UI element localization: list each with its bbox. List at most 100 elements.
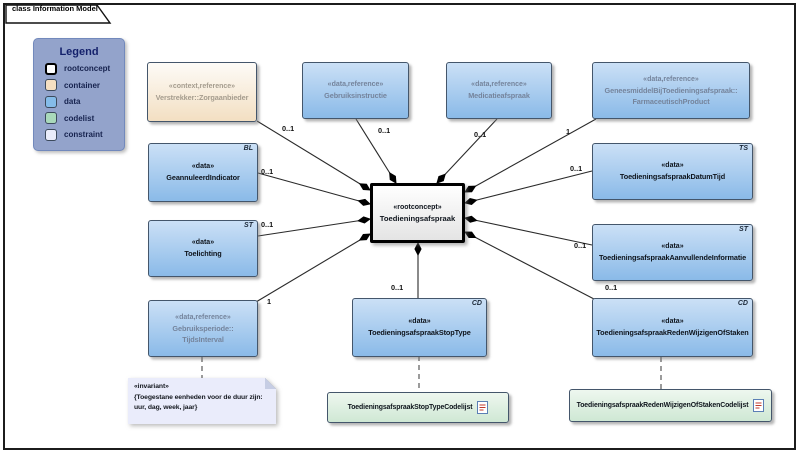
class-toedieningsafspraakstoptype[interactable]: CD «data» ToedieningsafspraakStopType bbox=[352, 298, 487, 357]
multiplicity-stoptype: 0..1 bbox=[391, 283, 404, 292]
class-toelichting[interactable]: ST «data» Toelichting bbox=[148, 220, 258, 277]
connection-gebruiksinstructie bbox=[355, 118, 397, 184]
diagram-tab bbox=[5, 4, 117, 25]
class-toedieningsafspraak-rootconcept[interactable]: «rootconcept» Toedieningsafspraak bbox=[370, 183, 465, 243]
class-name: Gebruiksinstructie bbox=[324, 91, 387, 100]
note-line1: {Toegestane eenheden voor de duur zijn: bbox=[134, 393, 263, 401]
class-toedieningsafspraakdatumtijd[interactable]: TS «data» ToedieningsafspraakDatumTijd bbox=[592, 143, 753, 200]
class-verstrekker-zorgaanbieder[interactable]: «context,reference» Verstrekker::Zorgaan… bbox=[147, 62, 257, 122]
connection-aanvullende bbox=[464, 215, 593, 246]
rootconcept-swatch bbox=[45, 62, 57, 75]
class-stereotype: «data,reference» bbox=[643, 75, 699, 83]
document-icon bbox=[753, 399, 765, 412]
diagram-tab-label: class Information Model bbox=[12, 4, 98, 13]
connection-geannuleerd bbox=[257, 172, 371, 206]
class-medicatieafspraak[interactable]: «data,reference» Medicatieafspraak bbox=[446, 62, 552, 119]
class-toedieningsafspraakredenwijzigenofstaken[interactable]: CD «data» ToedieningsafspraakRedenWijzig… bbox=[592, 298, 753, 357]
class-name: GeannuleerdIndicator bbox=[166, 173, 240, 182]
class-name: ToedieningsafspraakAanvullendeInformatie bbox=[598, 253, 747, 262]
datatype-label: ST bbox=[244, 222, 253, 229]
invariant-note: «invariant» {Toegestane eenheden voor de… bbox=[128, 378, 276, 424]
class-stereotype: «data» bbox=[191, 163, 215, 170]
class-stereotype: «data,reference» bbox=[471, 81, 527, 88]
class-name-line1: Gebruiksperiode:: bbox=[172, 323, 234, 333]
multiplicity-medicatieafspraak: 0..1 bbox=[474, 130, 487, 139]
multiplicity-datumtijd: 0..1 bbox=[570, 164, 583, 173]
connection-medicatieafspraak bbox=[436, 118, 498, 184]
class-stereotype: «rootconcept» bbox=[393, 204, 442, 211]
multiplicity-redenwijzigen: 0..1 bbox=[605, 283, 618, 292]
class-name: Verstrekker::Zorgaanbieder bbox=[155, 92, 249, 102]
class-name: ToedieningsafspraakRedenWijzigenOfStaken bbox=[596, 328, 749, 337]
class-stereotype: «data» bbox=[408, 318, 431, 325]
multiplicity-geneesmiddel: 1 bbox=[566, 127, 571, 136]
class-toedieningsafspraakaanvullendeinformatie[interactable]: ST «data» ToedieningsafspraakAanvullende… bbox=[592, 224, 753, 281]
datatype-label: BL bbox=[243, 145, 253, 152]
class-stereotype: «context,reference» bbox=[168, 82, 236, 90]
codelist-toedieningsafspraakstoptypecodelijst[interactable]: ToedieningsafspraakStopTypeCodelijst bbox=[327, 392, 509, 423]
legend-item-label: data bbox=[64, 97, 81, 106]
legend-item-constraint: constraint bbox=[45, 128, 124, 141]
class-gebruiksperiode-tijdsinterval[interactable]: «data,reference» Gebruiksperiode:: Tijds… bbox=[148, 300, 258, 357]
codelist-toedieningsafspraakredenwijzigenofstakencodelijst[interactable]: ToedieningsafspraakRedenWijzigenOfStaken… bbox=[569, 389, 772, 422]
multiplicity-aanvullende: 0..1 bbox=[574, 241, 587, 250]
codelist-swatch bbox=[45, 112, 57, 124]
class-name-line2: FarmaceutischProduct bbox=[632, 96, 710, 106]
connection-redenwijzigen bbox=[464, 231, 595, 300]
multiplicity-geannuleerd: 0..1 bbox=[261, 167, 274, 176]
codelist-name: ToedieningsafspraakStopTypeCodelijst bbox=[347, 404, 473, 411]
multiplicity-verstrekker: 0..1 bbox=[282, 124, 295, 133]
connection-geneesmiddel bbox=[464, 118, 597, 193]
connection-verstrekker bbox=[256, 120, 371, 191]
class-name: Medicatieafspraak bbox=[468, 91, 530, 100]
datatype-label: CD bbox=[471, 300, 482, 307]
connection-gebruiksperiode bbox=[255, 233, 371, 303]
multiplicity-gebruiksinstructie: 0..1 bbox=[378, 126, 391, 135]
note-shape bbox=[128, 378, 276, 424]
data-swatch bbox=[45, 95, 57, 108]
class-name-line1: GeneesmiddelBijToedieningsafspraak:: bbox=[604, 85, 738, 95]
class-name: Toedieningsafspraak bbox=[379, 214, 456, 223]
legend-item-codelist: codelist bbox=[45, 112, 124, 124]
class-geannuleerdindicator[interactable]: BL «data» GeannuleerdIndicator bbox=[148, 143, 258, 202]
class-gebruiksinstructie[interactable]: «data,reference» Gebruiksinstructie bbox=[302, 62, 409, 119]
container-swatch bbox=[45, 79, 57, 91]
legend-item-rootconcept: rootconcept bbox=[45, 62, 124, 75]
note-text: «invariant» {Toegestane eenheden voor de… bbox=[128, 378, 276, 424]
class-stereotype: «data,reference» bbox=[175, 313, 231, 321]
datatype-label: ST bbox=[739, 226, 748, 233]
diagram-frame bbox=[3, 3, 796, 450]
class-stereotype: «data» bbox=[191, 239, 215, 246]
class-stereotype: «data,reference» bbox=[327, 81, 384, 88]
diagram-tab-shape bbox=[5, 4, 112, 24]
class-stereotype: «data» bbox=[661, 162, 684, 169]
document-icon bbox=[477, 401, 489, 414]
class-geneesmiddel-farmaceutischproduct[interactable]: «data,reference» GeneesmiddelBijToedieni… bbox=[592, 62, 750, 119]
legend-item-label: rootconcept bbox=[64, 64, 111, 73]
note-stereotype: «invariant» bbox=[134, 383, 169, 390]
datatype-label: TS bbox=[739, 145, 748, 152]
connection-toelichting bbox=[257, 216, 371, 237]
class-name: Toelichting bbox=[184, 249, 222, 258]
note-fold-corner bbox=[265, 378, 276, 389]
codelist-name: ToedieningsafspraakRedenWijzigenOfStaken… bbox=[576, 402, 749, 409]
class-stereotype: «data» bbox=[661, 318, 684, 325]
legend-item-data: data bbox=[45, 95, 124, 108]
class-name: ToedieningsafspraakStopType bbox=[368, 328, 471, 337]
connection-datumtijd bbox=[464, 170, 593, 206]
note-line2: uur, dag, week, jaar} bbox=[134, 404, 198, 411]
class-name: ToedieningsafspraakDatumTijd bbox=[619, 172, 726, 181]
class-stereotype: «data» bbox=[661, 243, 684, 250]
legend-item-label: container bbox=[64, 80, 101, 90]
legend: Legend rootconcept container data codeli… bbox=[33, 38, 125, 151]
datatype-label: CD bbox=[737, 300, 748, 307]
multiplicity-toelichting: 0..1 bbox=[261, 220, 274, 229]
legend-item-container: container bbox=[45, 79, 124, 91]
multiplicity-gebruiksperiode: 1 bbox=[267, 297, 272, 306]
constraint-swatch bbox=[45, 128, 57, 141]
legend-item-label: codelist bbox=[64, 113, 95, 123]
class-name-line2: TijdsInterval bbox=[182, 334, 224, 344]
legend-title: Legend bbox=[59, 46, 99, 58]
